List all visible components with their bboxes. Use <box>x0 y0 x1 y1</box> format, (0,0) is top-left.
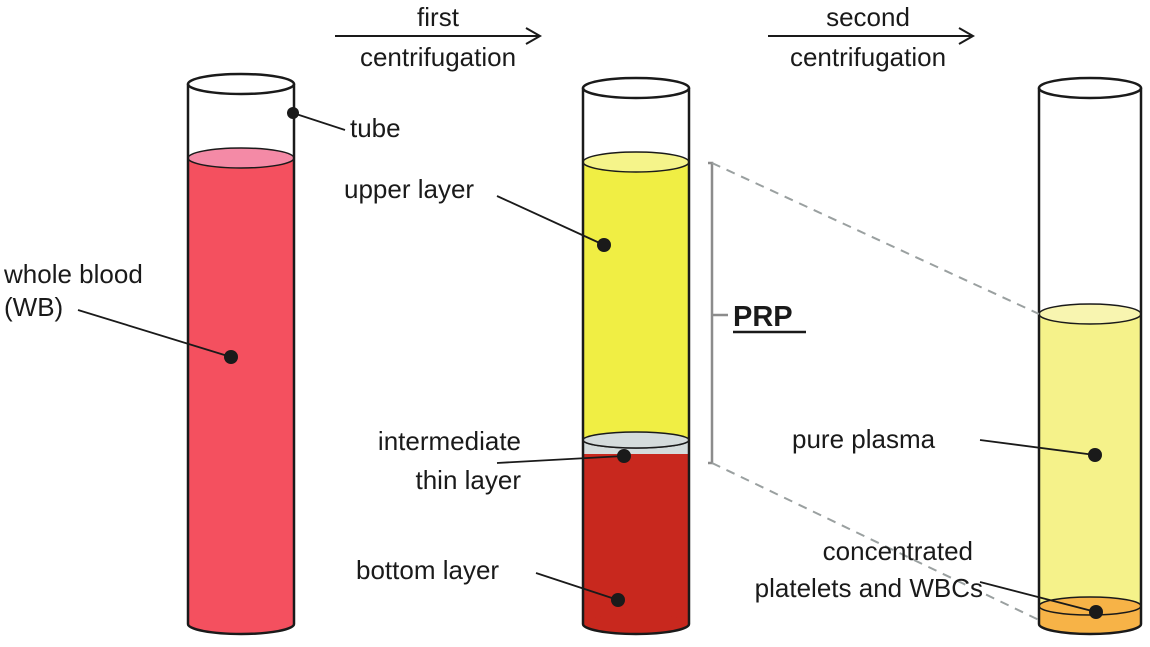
intermediate-layer-label: intermediate <box>378 426 521 456</box>
intermediate-layer-top <box>582 431 690 449</box>
projection-dash-top <box>711 162 1040 315</box>
upper-layer-surface <box>582 151 690 173</box>
tube-3-rim <box>1037 76 1143 100</box>
concentrate-base <box>1039 614 1141 634</box>
second-arrow-sublabel: centrifugation <box>790 42 946 72</box>
whole-blood-label-abbr: (WB) <box>4 292 63 322</box>
bottom-layer-label: bottom layer <box>356 555 499 585</box>
concentrated-label: concentrated <box>823 536 973 566</box>
tube-second-spin <box>1037 76 1143 636</box>
upper-layer-label: upper layer <box>344 174 474 204</box>
second-centrifugation-arrow: second centrifugation <box>768 2 976 72</box>
tube-label: tube <box>350 113 401 143</box>
whole-blood-surface <box>187 147 295 169</box>
concentrated-label-2: platelets and WBCs <box>755 573 983 603</box>
first-arrow-label: first <box>417 2 460 32</box>
upper-layer-fill <box>583 162 689 440</box>
bottom-layer-fill <box>583 452 689 624</box>
tube-1-outline <box>186 84 296 636</box>
projection-dash-bottom <box>711 462 1040 621</box>
leader-lines <box>77 112 1097 613</box>
tube-whole-blood <box>186 72 296 636</box>
second-arrow-label: second <box>826 2 910 32</box>
pure-plasma-surface <box>1038 303 1142 325</box>
bottom-layer-base <box>583 614 689 634</box>
prp-bracket <box>708 161 728 465</box>
whole-blood-fill <box>188 158 294 624</box>
tube-2-rim <box>581 76 691 100</box>
pure-plasma-fill <box>1039 314 1142 618</box>
intermediate-layer-label-2: thin layer <box>416 465 522 495</box>
pure-plasma-label: pure plasma <box>792 424 936 454</box>
tube-1-rim <box>186 72 296 96</box>
first-arrow-sublabel: centrifugation <box>360 42 516 72</box>
leader-dots <box>224 107 1103 619</box>
whole-blood-label: whole blood <box>3 259 143 289</box>
tube-3-outline <box>1037 88 1143 636</box>
tube-first-spin <box>581 76 691 636</box>
tube-2-outline <box>581 88 691 636</box>
whole-blood-bottom <box>188 614 294 634</box>
prp-label: PRP <box>733 301 793 333</box>
first-centrifugation-arrow: first centrifugation <box>335 2 543 72</box>
